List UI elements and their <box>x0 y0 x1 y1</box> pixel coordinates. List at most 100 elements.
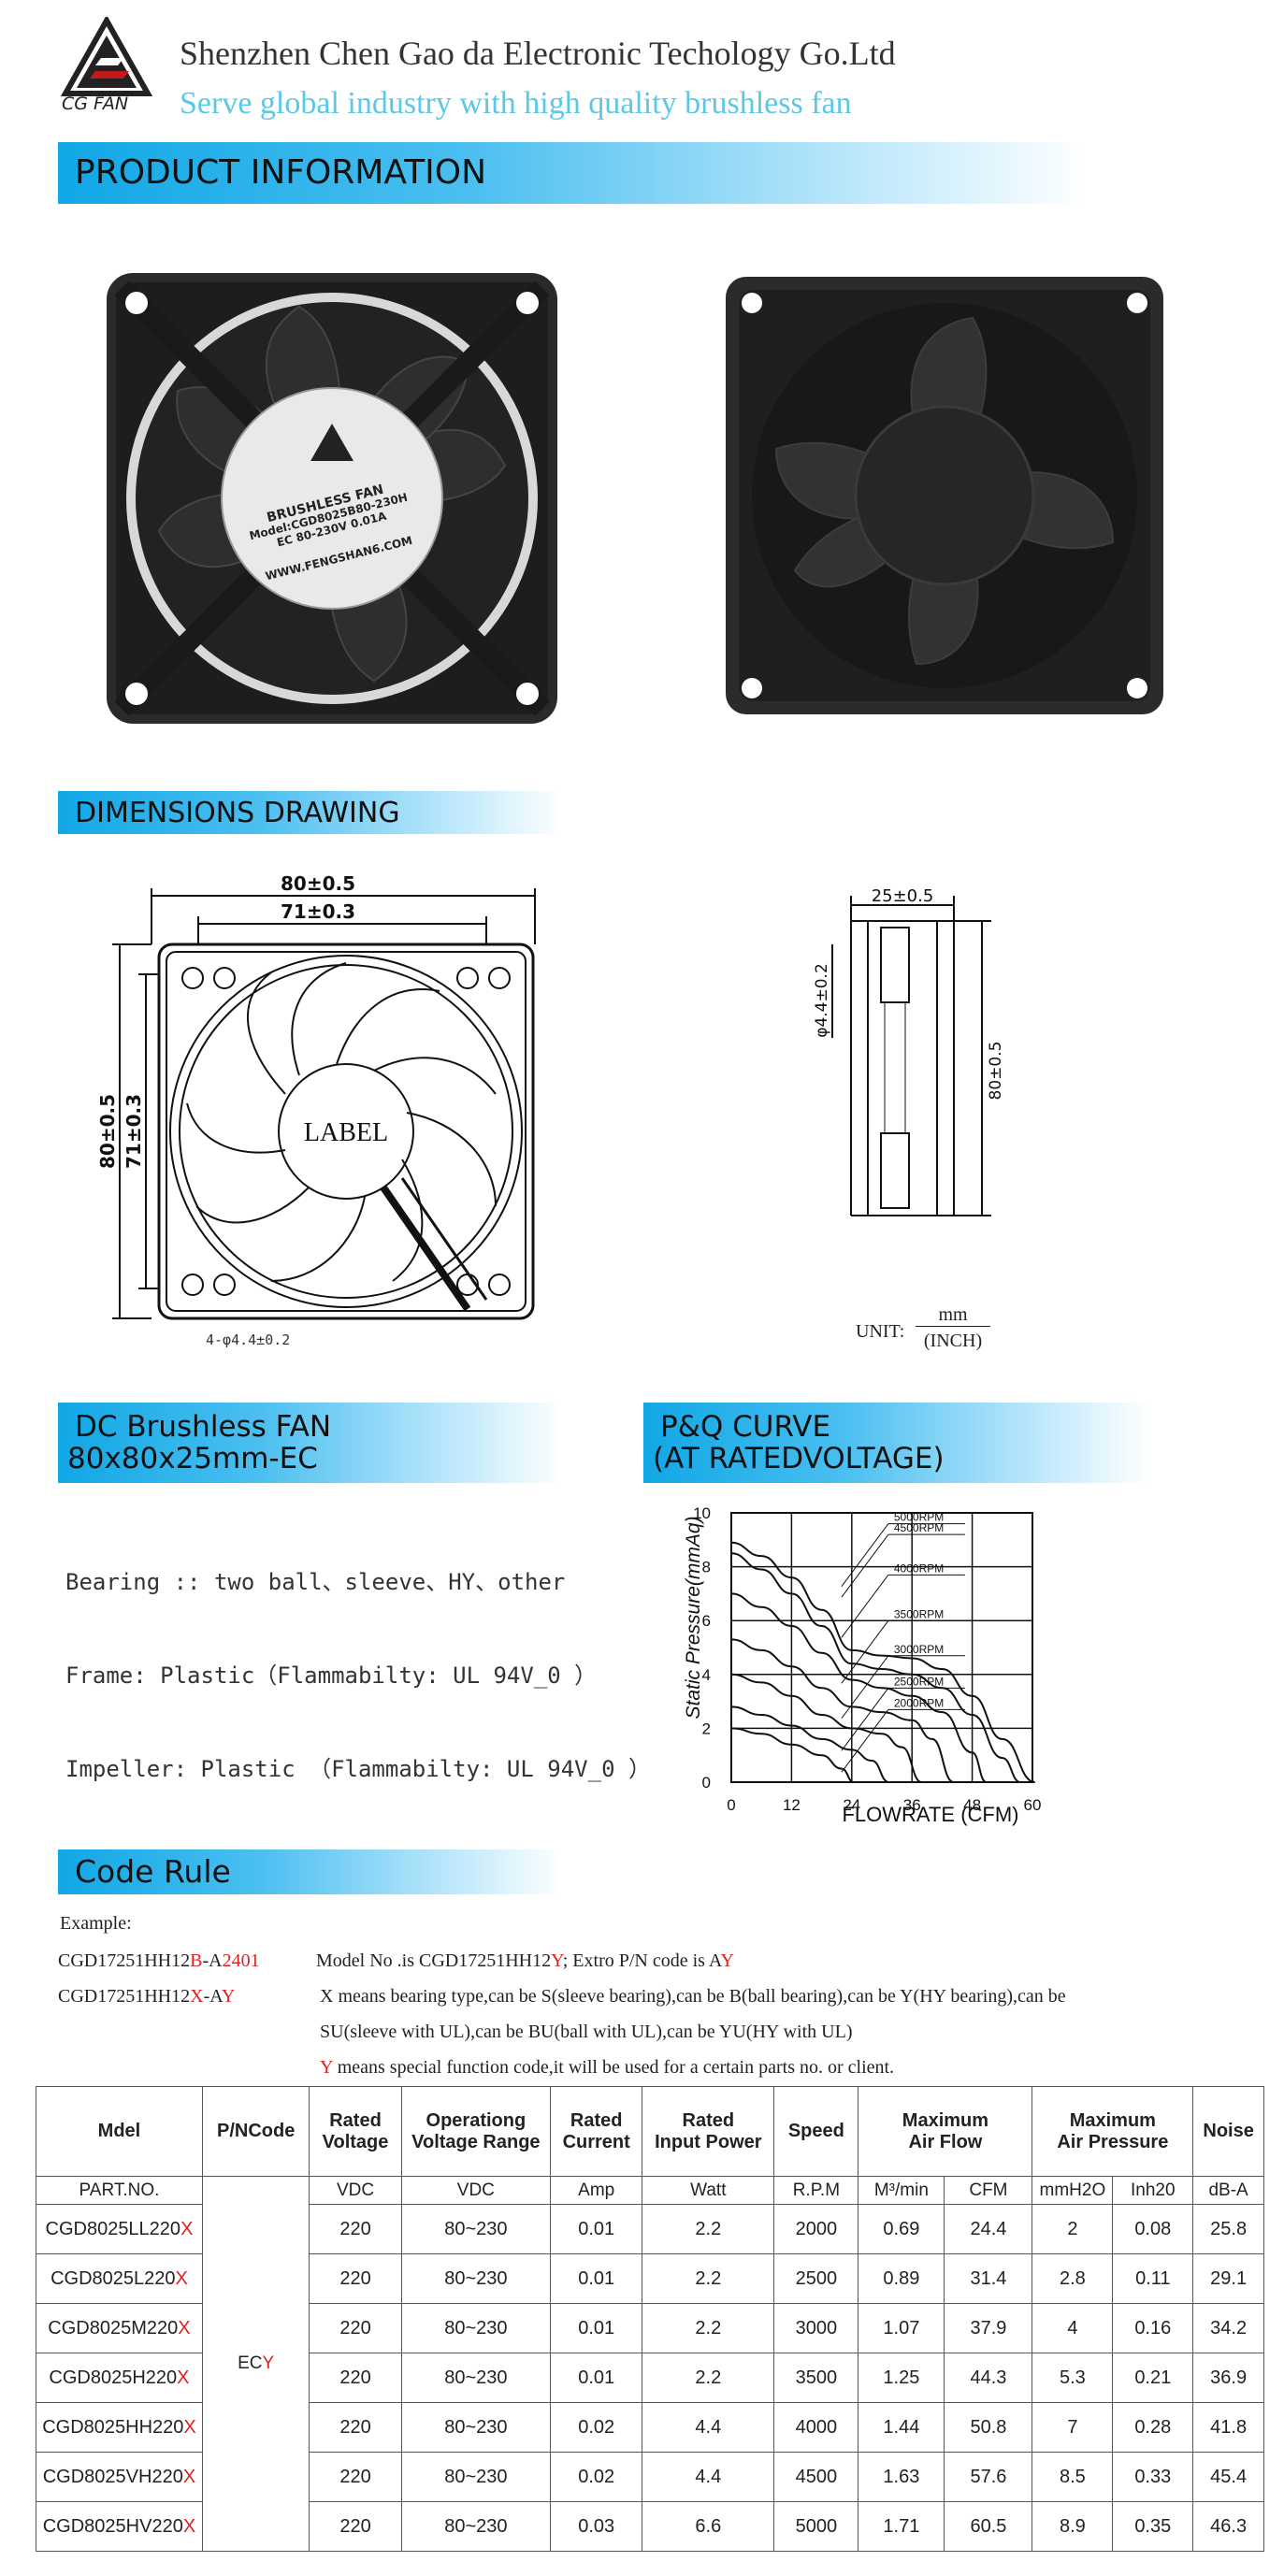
series-leader-line <box>841 1655 889 1720</box>
section-title-line-2: (AT RATEDVOLTAGE) <box>653 1442 945 1475</box>
dim-depth: 25±0.5 <box>872 888 934 906</box>
cell-mmh2o: 2.8 <box>1032 2253 1114 2304</box>
cell-inh2o: 0.35 <box>1112 2501 1194 2552</box>
cell-m3: 1.71 <box>858 2501 945 2552</box>
header-air-pressure: Maximum Air Pressure <box>1032 2086 1194 2177</box>
cell-mmh2o: 8.9 <box>1032 2501 1114 2552</box>
cell-range: 80~230 <box>400 2402 552 2453</box>
model-bearing-code: X <box>183 2416 196 2438</box>
cell-m3: 1.44 <box>858 2402 945 2453</box>
cell-voltage: 220 <box>309 2204 402 2254</box>
model-number: CGD8025H220 <box>49 2367 178 2388</box>
section-title-line-1: P&Q CURVE <box>660 1409 831 1444</box>
unit-amp: Amp <box>550 2176 643 2205</box>
example-label: Example: <box>60 1913 132 1934</box>
unit-rpm: R.P.M <box>773 2176 859 2205</box>
cell-current: 0.01 <box>550 2204 643 2254</box>
cell-range: 80~230 <box>400 2501 552 2552</box>
cell-m3: 1.25 <box>858 2353 945 2403</box>
ex1-mid: -A <box>202 1950 223 1971</box>
dim-side-height: 80±0.5 <box>987 1042 1005 1101</box>
cell-inh2o: 0.33 <box>1112 2452 1194 2502</box>
ex1-bearing-code: B <box>190 1950 203 1971</box>
front-dimension-drawing: 80±0.5 71±0.3 80±0.5 71±0.3 LABEL 4-φ4.4… <box>94 870 542 1356</box>
cell-model: CGD8025L220X <box>36 2253 203 2304</box>
cell-inh2o: 0.28 <box>1112 2402 1194 2453</box>
spec-impeller: Impeller: Plastic （Flammabilty: UL 94V_0… <box>65 1756 651 1782</box>
model-number: CGD8025HV220 <box>42 2515 183 2537</box>
series-label: 2000RPM <box>894 1696 944 1709</box>
pncode-prefix: EC <box>238 2353 263 2373</box>
series-label: 3500RPM <box>894 1607 944 1620</box>
section-title: PRODUCT INFORMATION <box>75 153 487 193</box>
chart-grid <box>730 1512 1033 1783</box>
cell-m3: 0.69 <box>858 2204 945 2254</box>
cell-mmh2o: 4 <box>1032 2303 1114 2353</box>
header-rated-current: Rated Current <box>550 2086 643 2177</box>
cell-cfm: 31.4 <box>944 2253 1033 2304</box>
special-code-letter: Y <box>320 2057 333 2078</box>
y-tick-label: 8 <box>702 1559 711 1576</box>
example-2-part: CGD17251HH12X-AY <box>58 1986 235 2008</box>
section-pq-curve: P&Q CURVE (AT RATEDVOLTAGE) <box>643 1403 1148 1483</box>
y-tick-label: 2 <box>702 1720 711 1737</box>
section-dc-brushless-fan: DC Brushless FAN 80x80x25mm-EC <box>58 1403 563 1483</box>
ex1-prefix: CGD17251HH12 <box>58 1950 191 1971</box>
cell-model: CGD8025M220X <box>36 2303 203 2353</box>
cell-current: 0.03 <box>550 2501 643 2552</box>
cell-range: 80~230 <box>400 2452 552 2502</box>
cell-speed: 3500 <box>773 2353 859 2403</box>
cell-speed: 5000 <box>773 2501 859 2552</box>
unit-vdc: VDC <box>309 2176 402 2205</box>
model-bearing-code: X <box>182 2466 196 2487</box>
x-tick-label: 36 <box>903 1796 921 1814</box>
spec-bearing: Bearing :: two ball、sleeve、HY、other <box>65 1569 566 1595</box>
header-rated-voltage: Rated Voltage <box>309 2086 402 2177</box>
header-pncode: P/NCode <box>201 2086 310 2177</box>
company-slogan: Serve global industry with high quality … <box>180 86 852 121</box>
section-title-line-2: 80x80x25mm-EC <box>67 1442 318 1475</box>
cell-range: 80~230 <box>400 2353 552 2403</box>
series-label: 5000RPM <box>894 1511 944 1524</box>
dim-height-inner: 71±0.3 <box>123 1094 145 1169</box>
model-number: CGD8025VH220 <box>42 2466 183 2487</box>
series-line-2000rpm <box>730 1727 855 1783</box>
section-title: DIMENSIONS DRAWING <box>75 796 400 829</box>
y-tick-label: 10 <box>693 1504 711 1522</box>
ex1-desc-a: Model No .is CGD17251HH12 <box>316 1950 552 1971</box>
chart-y-axis-label: Static Pressure(mmAq) <box>683 1516 704 1719</box>
cell-model: CGD8025H220X <box>36 2353 203 2403</box>
cell-speed: 4000 <box>773 2402 859 2453</box>
ex1-desc-red: Y <box>551 1950 563 1971</box>
y-tick-label: 0 <box>702 1774 711 1792</box>
dim-side-hole: φ4.4±0.2 <box>813 963 831 1038</box>
cell-inh2o: 0.21 <box>1112 2353 1194 2403</box>
cell-cfm: 60.5 <box>944 2501 1033 2552</box>
cell-noise: 29.1 <box>1192 2253 1264 2304</box>
chart-x-axis-label: FLOWRATE (CFM) <box>842 1803 1018 1826</box>
unit-cfm: CFM <box>944 2176 1033 2205</box>
cell-voltage: 220 <box>309 2303 402 2353</box>
series-label: 2500RPM <box>894 1675 944 1688</box>
cell-power: 4.4 <box>642 2452 775 2502</box>
cell-speed: 4500 <box>773 2452 859 2502</box>
drawing-label: LABEL <box>304 1118 388 1147</box>
dim-hole-note: 4-φ4.4±0.2 <box>206 1331 290 1348</box>
series-leader-line <box>841 1688 889 1751</box>
cell-noise: 46.3 <box>1192 2501 1264 2552</box>
unit-part-no: PART.NO. <box>36 2176 203 2205</box>
section-code-rule: Code Rule <box>58 1849 563 1894</box>
cell-m3: 0.89 <box>858 2253 945 2304</box>
series-label: 4000RPM <box>894 1561 944 1575</box>
cell-power: 2.2 <box>642 2204 775 2254</box>
header-air-flow: Maximum Air Flow <box>858 2086 1033 2177</box>
cell-voltage: 220 <box>309 2253 402 2304</box>
cell-current: 0.01 <box>550 2303 643 2353</box>
fan-front-photo: BRUSHLESS FAN Model:CGD8025B80-230H EC 8… <box>103 269 561 727</box>
cell-voltage: 220 <box>309 2501 402 2552</box>
cell-range: 80~230 <box>400 2303 552 2353</box>
x-tick-label: 12 <box>783 1796 801 1814</box>
